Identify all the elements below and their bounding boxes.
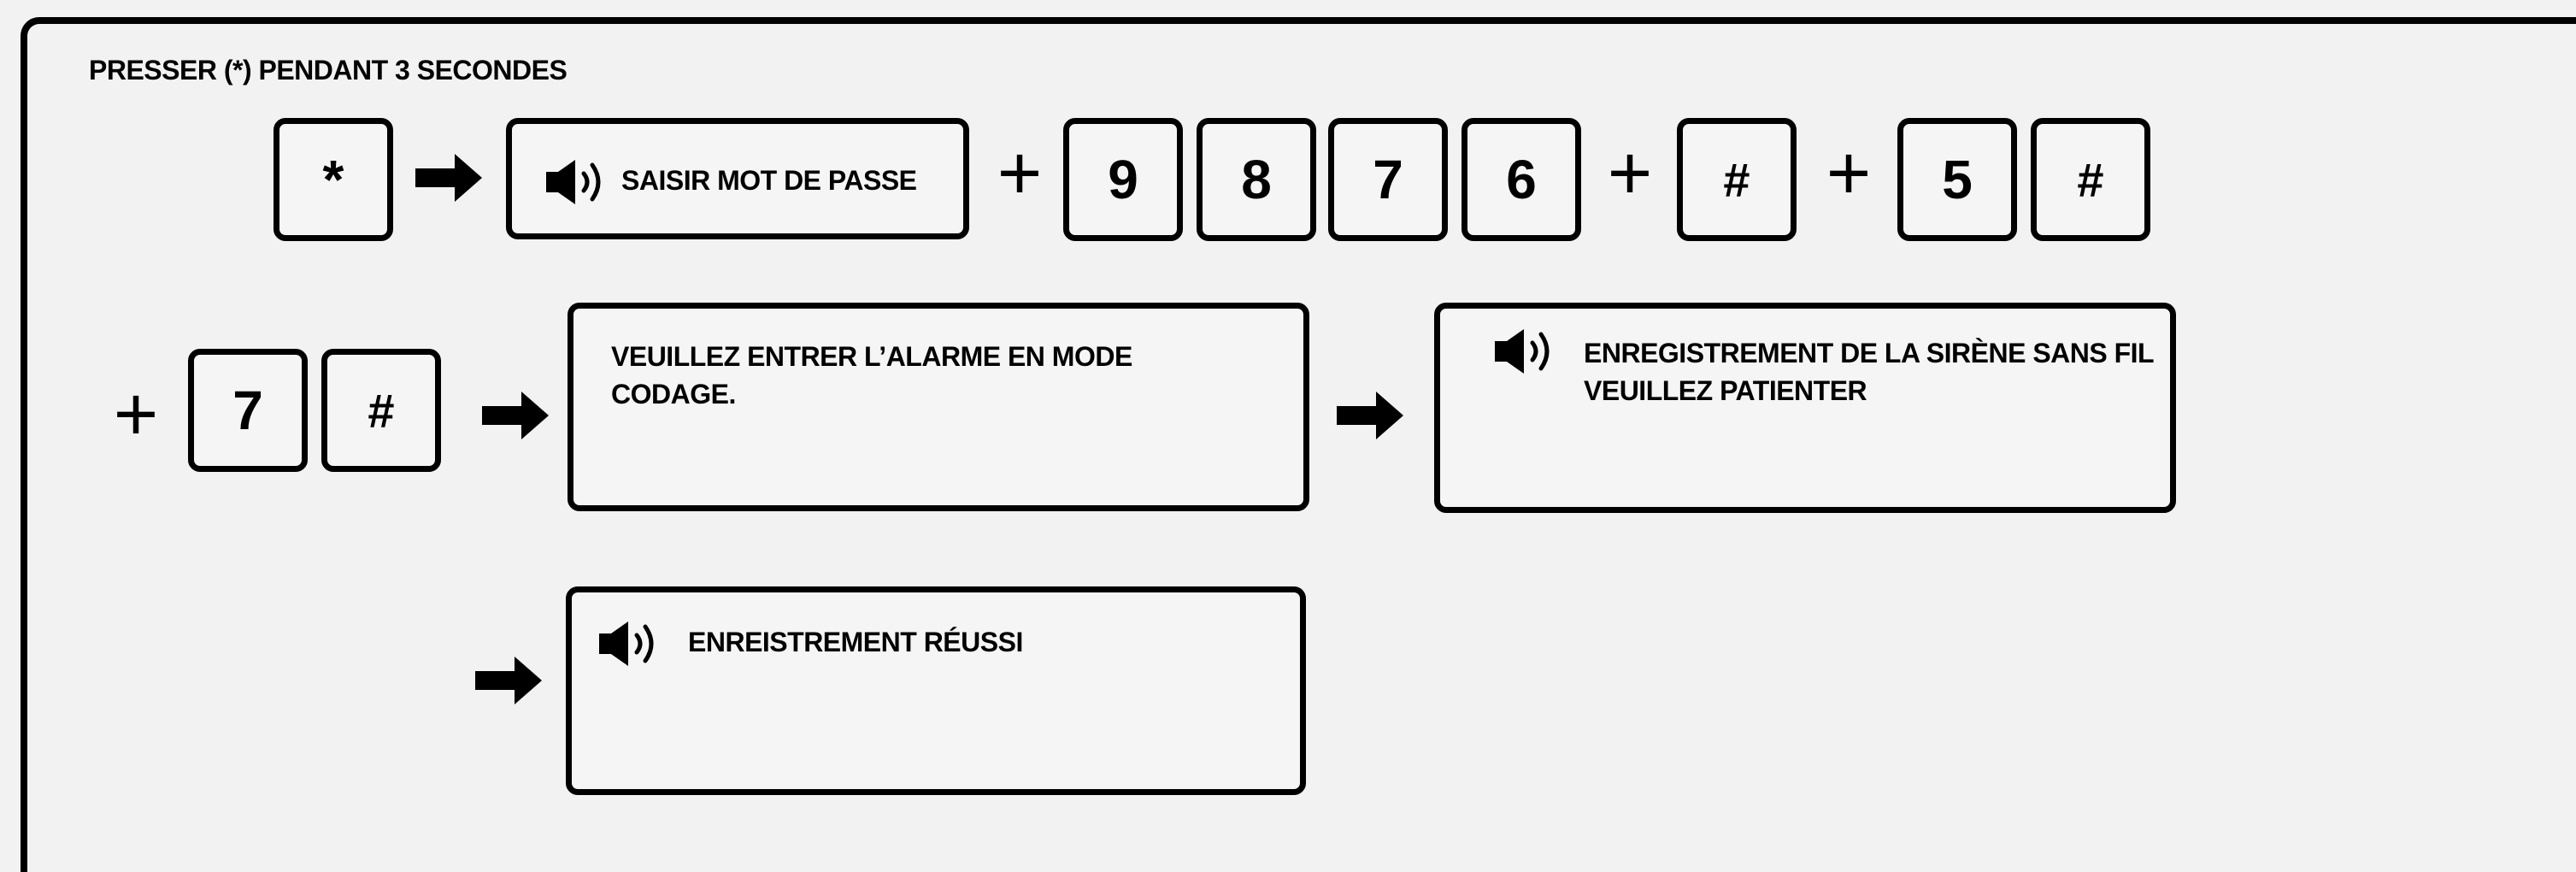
key-hash: # [2031, 118, 2150, 241]
plus-sign: + [113, 372, 159, 457]
key-digit: 8 [1197, 118, 1316, 241]
key-hash: # [321, 349, 441, 472]
message-line: ENREISTREMENT RÉUSSI [688, 627, 1023, 657]
prompt-box: SAISIR MOT DE PASSE [506, 118, 969, 239]
message-box-siren-registration: ENREGISTREMENT DE LA SIRÈNE SANS FIL VEU… [1434, 303, 2176, 513]
plus-sign: + [997, 131, 1043, 216]
message-box-success: ENREISTREMENT RÉUSSI [566, 586, 1306, 795]
speaker-icon [1493, 326, 1558, 377]
key-digit: 7 [188, 349, 308, 472]
speaker-icon [544, 156, 609, 208]
speaker-icon [597, 618, 662, 669]
plus-sign: + [1826, 131, 1872, 216]
message-line: VEUILLEZ PATIENTER [1584, 375, 1867, 406]
message-line: ENREGISTREMENT DE LA SIRÈNE SANS FIL [1584, 338, 2155, 368]
message-line: VEUILLEZ ENTRER L’ALARME EN MODE [611, 341, 1132, 372]
key-hash: # [1677, 118, 1797, 241]
diagram-title: PRESSER (*) PENDANT 3 SECONDES [89, 55, 568, 85]
plus-sign: + [1607, 131, 1653, 216]
arrow-right-icon [482, 390, 550, 441]
message-box-coding-mode: VEUILLEZ ENTRER L’ALARME EN MODE CODAGE. [568, 303, 1309, 511]
arrow-right-icon [475, 655, 544, 706]
key-digit: 5 [1897, 118, 2017, 241]
arrow-right-icon [415, 152, 484, 203]
arrow-right-icon [1337, 390, 1405, 441]
key-digit: 7 [1328, 118, 1448, 241]
message-line: CODAGE. [611, 379, 736, 409]
prompt-box-label: SAISIR MOT DE PASSE [621, 165, 917, 196]
diagram-frame [21, 17, 2576, 872]
key-digit: 9 [1063, 118, 1183, 241]
key-digit: 6 [1461, 118, 1581, 241]
key-star: * [273, 118, 393, 241]
